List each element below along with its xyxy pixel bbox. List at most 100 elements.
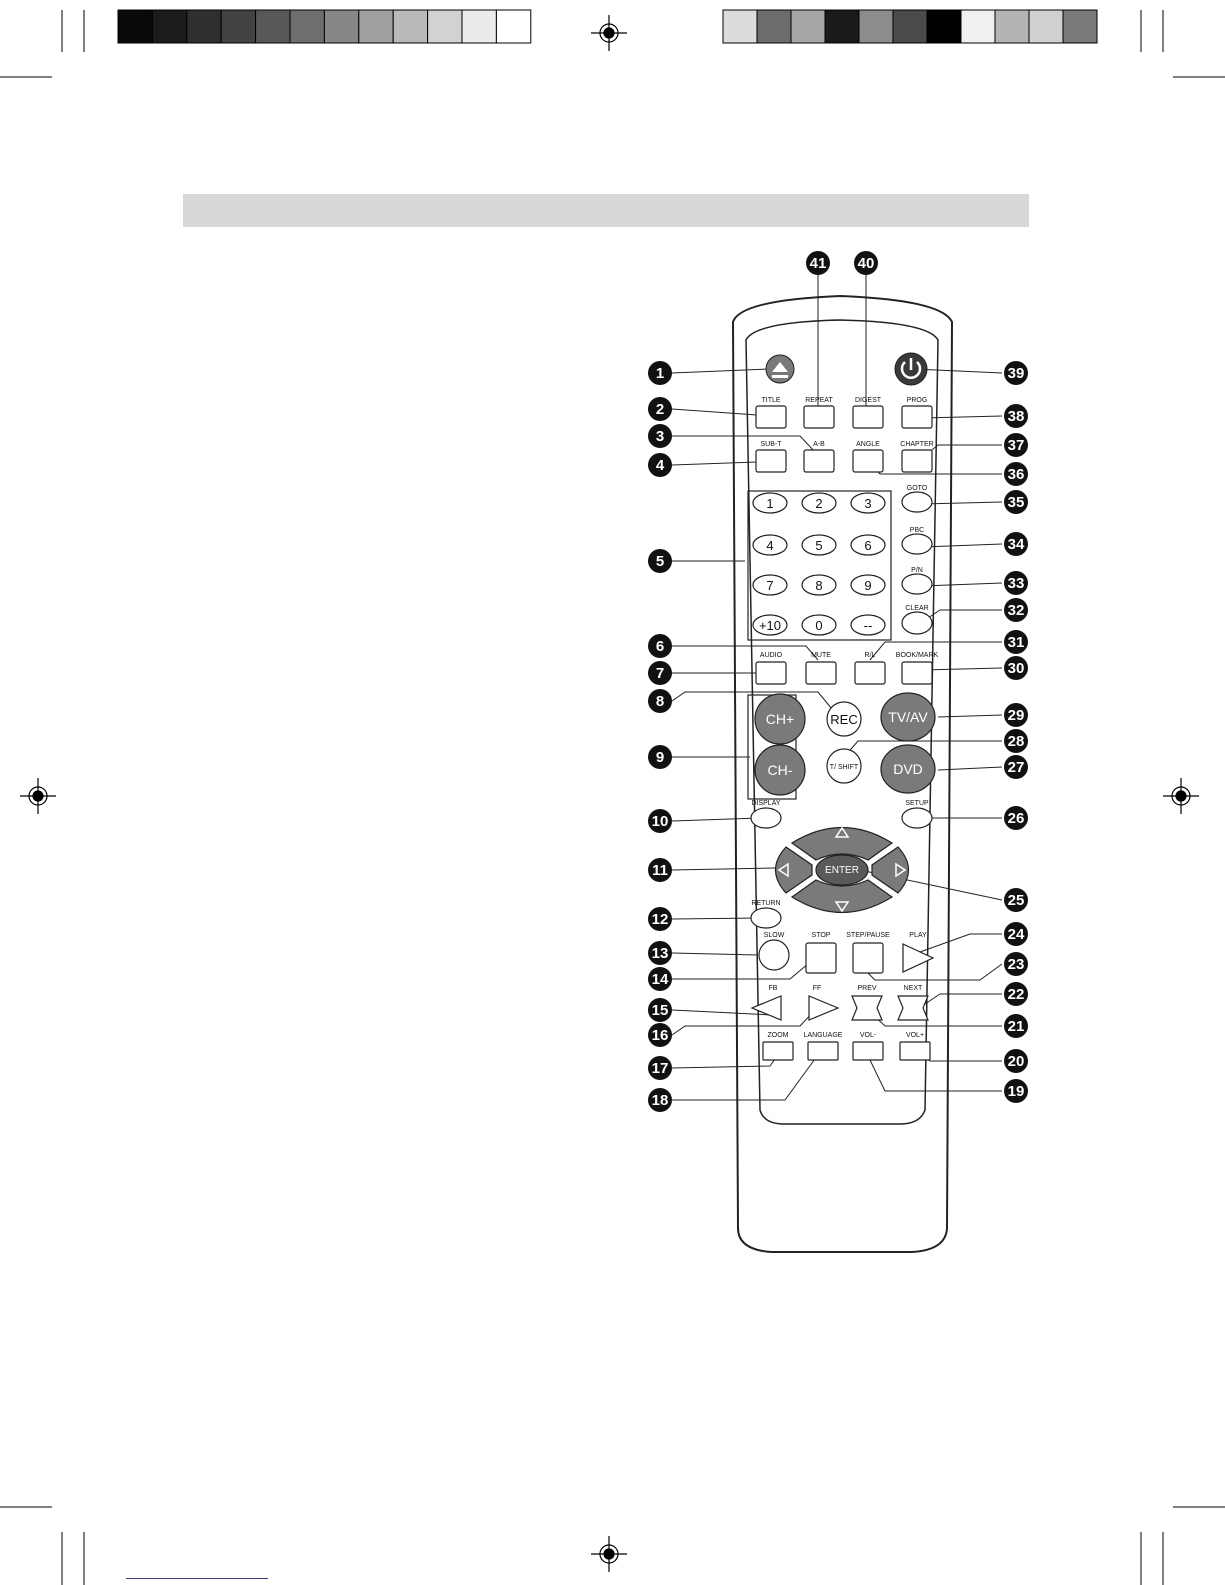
power-button[interactable] [894,352,928,386]
title-button[interactable] [755,405,787,429]
play-button[interactable] [902,943,935,973]
clear-button[interactable] [901,611,933,635]
left-arrow-button[interactable] [774,846,813,894]
tvav-button[interactable] [880,692,936,742]
goto-button[interactable] [901,491,933,513]
a-b-button[interactable] [803,449,835,473]
eject-button[interactable] [765,354,795,384]
prog-button[interactable] [901,405,933,429]
vol-minus-button[interactable] [852,1041,884,1061]
prev-button[interactable] [851,995,883,1021]
step-pause-button[interactable] [852,942,884,974]
callout-number: 6 [656,638,664,655]
sub-t-button[interactable] [755,449,787,473]
callout-number: 36 [1008,466,1025,483]
callout-marker [648,745,672,769]
callout-marker [1004,433,1028,457]
keypad-button[interactable] [850,574,886,596]
keypad-digit-label: 6 [864,538,871,553]
return-label: RETURN [751,900,780,907]
keypad-button[interactable] [801,614,837,636]
tshift-button[interactable] [826,748,862,784]
callout-number: 31 [1008,634,1025,651]
keypad-button[interactable] [801,492,837,514]
keypad-digit-label: 9 [864,578,871,593]
slow-button[interactable] [758,939,790,971]
ch-minus-button[interactable] [754,744,806,796]
setup-button[interactable] [901,807,933,829]
callout-marker [1004,630,1028,654]
color-swatch [858,9,894,44]
bookmark-button[interactable] [901,661,933,685]
color-swatch [1062,9,1098,44]
keypad-button[interactable] [752,574,788,596]
sub-t-label: SUB-T [761,441,783,448]
display-button[interactable] [750,807,782,829]
keypad-button[interactable] [850,534,886,556]
keypad-frame [747,490,892,641]
callout-number: 29 [1008,707,1025,724]
a-b-label: A-B [813,441,825,448]
keypad-button[interactable] [801,574,837,596]
registration-mark-top [591,15,627,51]
stop-button[interactable] [805,942,837,974]
pn-button[interactable] [901,573,933,595]
repeat-button[interactable] [803,405,835,429]
eject-icon [772,362,788,378]
registration-mark-left [20,778,56,814]
keypad-digit-label: -- [864,618,873,633]
angle-button[interactable] [852,449,884,473]
callout-marker [648,1023,672,1047]
return-button[interactable] [750,907,782,929]
callout-marker [1004,361,1028,385]
callout-marker [1004,1079,1028,1103]
callout-marker [648,1056,672,1080]
callout-marker [1004,952,1028,976]
keypad-digit-label: 3 [864,496,871,511]
down-arrow-button[interactable] [790,879,894,913]
callout-number: 16 [652,1027,669,1044]
enter-button[interactable] [815,854,869,886]
callout-marker [1004,1014,1028,1038]
vol-plus-button[interactable] [899,1041,931,1061]
rl-button[interactable] [854,661,886,685]
keypad-button[interactable] [752,492,788,514]
mute-button[interactable] [805,661,837,685]
tshift-label: T/ SHIFT [830,764,859,771]
chapter-button[interactable] [901,449,933,473]
ch-plus-button[interactable] [754,693,806,745]
ff-button[interactable] [808,995,840,1021]
audio-button[interactable] [755,661,787,685]
callout-number: 28 [1008,733,1025,750]
pbc-button[interactable] [901,533,933,555]
digest-button[interactable] [852,405,884,429]
callout-marker [648,998,672,1022]
goto-label: GOTO [907,485,928,492]
keypad-digit-label: 5 [815,538,822,553]
up-arrow-button[interactable] [790,827,894,861]
row-title [755,405,933,1061]
keypad-button[interactable] [801,534,837,556]
callout-number: 13 [652,945,669,962]
callout-number: 32 [1008,602,1025,619]
zoom-button[interactable] [762,1041,794,1061]
keypad-button[interactable] [850,614,886,636]
keypad-digit-label: 2 [815,496,822,511]
right-arrow-button[interactable] [871,846,910,894]
navigation-pad [774,827,910,913]
dvd-button[interactable] [880,744,936,794]
keypad-button[interactable] [752,614,788,636]
keypad-button[interactable] [850,492,886,514]
next-button[interactable] [897,995,929,1021]
fb-button[interactable] [750,995,782,1021]
color-swatch [892,9,928,44]
language-label: LANGUAGE [804,1032,843,1039]
callout-marker [1004,982,1028,1006]
callout-number: 5 [656,553,664,570]
language-button[interactable] [807,1041,839,1061]
callout-marker [1004,656,1028,680]
keypad-button[interactable] [752,534,788,556]
angle-label: ANGLE [856,441,880,448]
rec-button[interactable] [826,701,862,737]
tvav-label: TV/AV [888,709,928,725]
